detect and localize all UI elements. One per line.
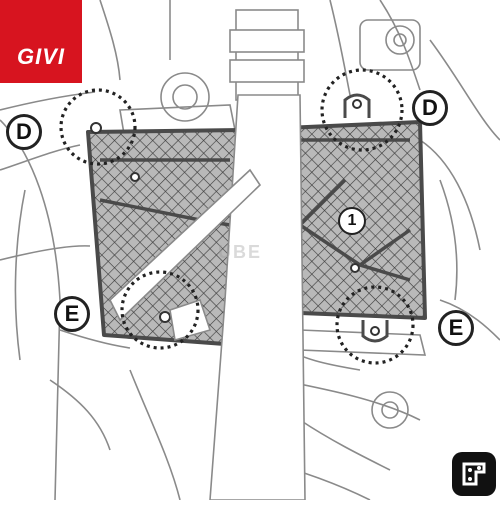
callout-d-right: D — [412, 90, 448, 126]
part-number-1: 1 — [338, 207, 366, 235]
watermark-text: UBE — [218, 242, 263, 262]
fork-tube — [229, 9, 305, 101]
bracket-icon — [462, 462, 486, 486]
callout-e-right: E — [438, 310, 474, 346]
mounting-kit-icon — [452, 452, 496, 496]
frame-tube — [0, 119, 61, 501]
givi-logo: GIVI — [0, 0, 82, 83]
front-fork-leg — [109, 94, 306, 501]
givi-logo-text: GIVI — [16, 44, 65, 69]
callout-e-left: E — [54, 296, 90, 332]
callout-d-left: D — [6, 114, 42, 150]
detail-highlight-circles — [59, 68, 415, 365]
